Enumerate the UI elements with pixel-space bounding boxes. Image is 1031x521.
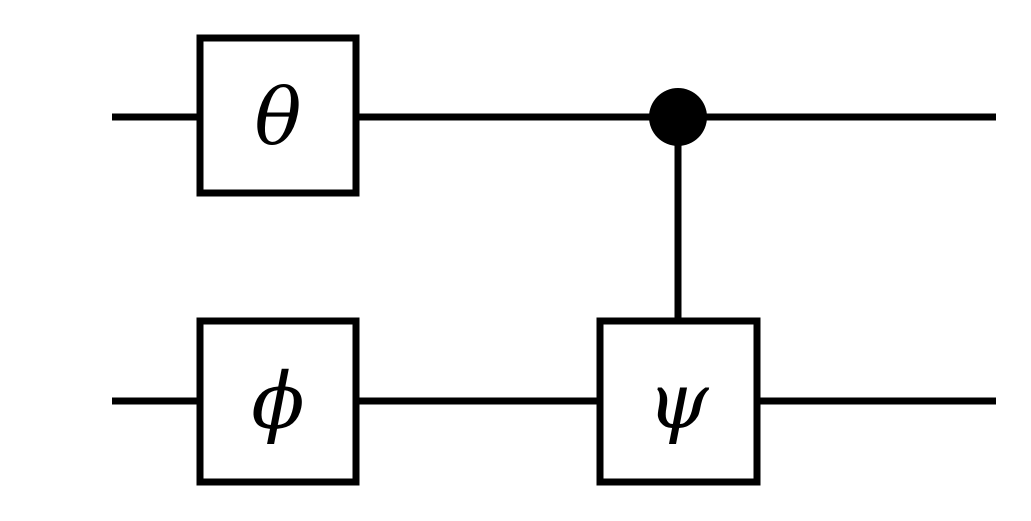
gate-phi: ϕ xyxy=(196,317,360,486)
gate-psi-box xyxy=(596,317,761,486)
control-dot xyxy=(649,88,707,146)
gate-psi: ψ xyxy=(596,317,761,486)
gate-phi-box xyxy=(196,317,360,486)
gate-theta-box xyxy=(196,34,360,197)
gate-theta-label: θ xyxy=(255,73,302,163)
gate-theta: θ xyxy=(196,34,360,197)
gate-phi-label: ϕ xyxy=(251,357,304,447)
gate-psi-label: ψ xyxy=(647,357,709,447)
